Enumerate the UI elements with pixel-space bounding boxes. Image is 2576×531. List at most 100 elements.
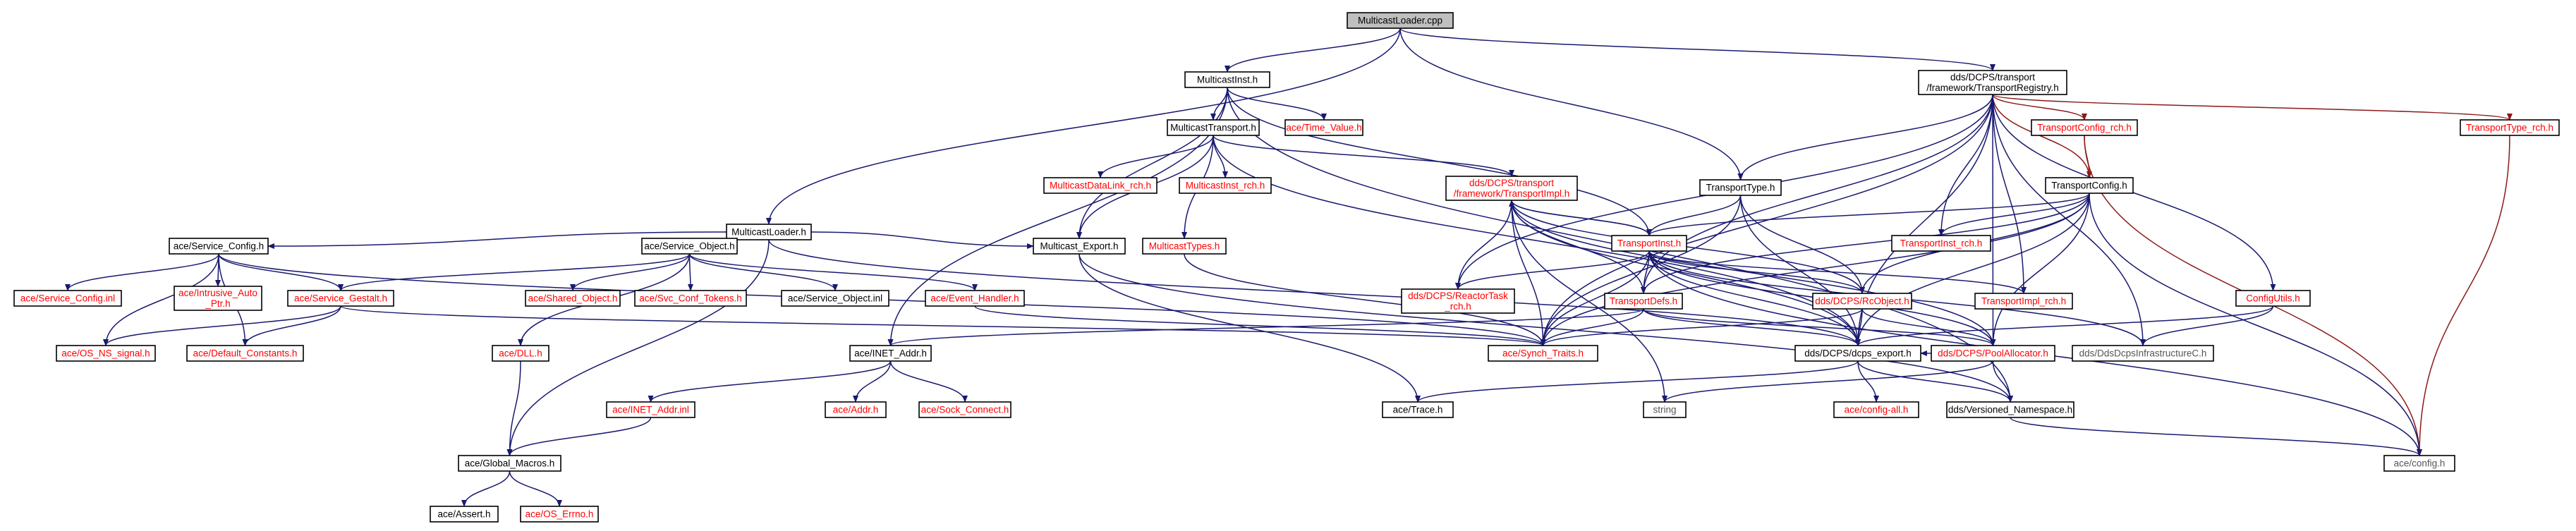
edge-evh-to-synch xyxy=(974,305,1546,346)
node-treg[interactable]: dds/DCPS/transport/framework/TransportRe… xyxy=(1918,70,2067,95)
node-box xyxy=(1382,401,1454,418)
node-box xyxy=(174,286,262,311)
node-svcgest[interactable]: ace/Service_Gestalt.h xyxy=(287,290,394,307)
node-inetaddrinl[interactable]: ace/INET_Addr.inl xyxy=(606,401,695,418)
node-svcobj[interactable]: ace/Service_Object.h xyxy=(641,238,738,255)
node-box xyxy=(918,401,1011,418)
node-dcpsinfra[interactable]: dds/DdsDcpsInfrastructureC.h xyxy=(2072,345,2214,362)
edge-root-to-mcloader xyxy=(766,28,1401,225)
node-label: ace/OS_NS_signal.h xyxy=(61,348,150,359)
node-label: ace/Trace.h xyxy=(1393,405,1443,415)
node-ttype[interactable]: TransportType.h xyxy=(1699,179,1782,196)
node-timpl[interactable]: dds/DCPS/transport/framework/TransportIm… xyxy=(1445,176,1578,201)
node-cfgutils[interactable]: ConfigUtils.h xyxy=(2235,290,2311,307)
node-label: ace/Intrusive_Auto xyxy=(178,288,257,298)
node-inetaddr[interactable]: ace/INET_Addr.h xyxy=(849,345,932,362)
node-box xyxy=(1931,345,2055,362)
node-label: ace/OS_Errno.h xyxy=(525,509,594,520)
node-box xyxy=(1974,293,2073,310)
node-synch[interactable]: ace/Synch_Traits.h xyxy=(1488,345,1598,362)
node-defconst[interactable]: ace/Default_Constants.h xyxy=(186,345,304,362)
node-label: ConfigUtils.h xyxy=(2246,293,2300,304)
edge-tcfg-to-aceconfig xyxy=(2089,193,2422,456)
edge-pool-to-string xyxy=(1662,360,1994,403)
node-timeval[interactable]: ace/Time_Value.h xyxy=(1284,119,1363,136)
edge-inetaddr-to-addr xyxy=(853,360,892,403)
node-mcdl[interactable]: MulticastDataLink_rch.h xyxy=(1043,177,1158,194)
edge-timpl-to-string xyxy=(1511,200,1667,403)
node-label: MulticastDataLink_rch.h xyxy=(1050,181,1151,191)
edge-mcloader-to-svccfg xyxy=(267,231,727,249)
node-label: ace/Default_Constants.h xyxy=(193,348,298,359)
edge-tcfg-to-synch xyxy=(1540,193,2090,346)
node-box xyxy=(1699,179,1782,196)
node-box xyxy=(1043,177,1158,194)
node-mcinst[interactable]: MulticastInst.h xyxy=(1184,71,1270,88)
edge-inetaddrinl-to-globalmacros xyxy=(506,417,652,456)
node-tcfgrch[interactable]: TransportConfig_rch.h xyxy=(2031,119,2138,136)
edge-dcpsexport-to-trace xyxy=(1415,360,1859,403)
node-box xyxy=(634,290,747,307)
node-label: TransportDefs.h xyxy=(1610,296,1677,307)
node-addr[interactable]: ace/Addr.h xyxy=(825,401,887,418)
node-mctrans[interactable]: MulticastTransport.h xyxy=(1167,119,1260,136)
node-root[interactable]: MulticastLoader.cpp xyxy=(1347,12,1454,29)
node-dcpsexport[interactable]: dds/DCPS/dcps_export.h xyxy=(1794,345,1921,362)
node-osns[interactable]: ace/OS_NS_signal.h xyxy=(56,345,156,362)
node-tinst[interactable]: TransportInst.h xyxy=(1611,235,1687,252)
node-svctok[interactable]: ace/Svc_Conf_Tokens.h xyxy=(634,290,747,307)
node-pool[interactable]: dds/DCPS/PoolAllocator.h xyxy=(1931,345,2055,362)
node-box xyxy=(2072,345,2214,362)
node-rcobj[interactable]: dds/DCPS/RcObject.h xyxy=(1812,293,1912,310)
node-label: TransportConfig_rch.h xyxy=(2037,123,2132,133)
node-box xyxy=(1445,176,1578,201)
node-label: dds/DCPS/RcObject.h xyxy=(1815,296,1909,307)
node-label: ace/Service_Object.h xyxy=(644,241,734,252)
node-mctypes[interactable]: MulticastTypes.h xyxy=(1142,238,1227,255)
node-reactortask[interactable]: dds/DCPS/ReactorTask_rch.h xyxy=(1401,288,1515,314)
node-sockconn[interactable]: ace/Sock_Connect.h xyxy=(918,401,1011,418)
node-dll[interactable]: ace/DLL.h xyxy=(492,345,549,362)
node-tdefs[interactable]: TransportDefs.h xyxy=(1604,293,1683,310)
node-trace[interactable]: ace/Trace.h xyxy=(1382,401,1454,418)
node-intrusive[interactable]: ace/Intrusive_Auto_Ptr.h xyxy=(174,286,262,311)
edge-svcobj-to-evh xyxy=(688,253,978,291)
node-box xyxy=(13,290,122,307)
node-svccfg[interactable]: ace/Service_Config.h xyxy=(169,238,269,255)
node-svccfginl[interactable]: ace/Service_Config.inl xyxy=(13,290,122,307)
edge-svcobj-to-sharedobj xyxy=(570,253,691,291)
node-assert[interactable]: ace/Assert.h xyxy=(430,506,499,523)
node-versns[interactable]: dds/Versioned_Namespace.h xyxy=(1946,401,2074,418)
node-configall[interactable]: ace/config-all.h xyxy=(1833,401,1919,418)
node-aceconfig[interactable]: ace/config.h xyxy=(2383,455,2455,472)
node-box xyxy=(2383,455,2455,472)
node-ttyperch[interactable]: TransportType_rch.h xyxy=(2460,119,2560,136)
node-label: Multicast_Export.h xyxy=(1040,241,1118,252)
node-mcexport[interactable]: Multicast_Export.h xyxy=(1033,238,1126,255)
node-box xyxy=(2031,119,2138,136)
node-label: TransportImpl_rch.h xyxy=(1981,296,2066,307)
node-timplrch[interactable]: TransportImpl_rch.h xyxy=(1974,293,2073,310)
node-globalmacros[interactable]: ace/Global_Macros.h xyxy=(458,455,561,472)
node-label: MulticastLoader.cpp xyxy=(1358,16,1442,26)
node-string[interactable]: string xyxy=(1643,401,1687,418)
node-mcinstrch[interactable]: MulticastInst_rch.h xyxy=(1179,177,1272,194)
edge-tcfg-to-dcpsexport xyxy=(1855,193,2090,346)
node-oserrno[interactable]: ace/OS_Errno.h xyxy=(520,506,599,523)
node-mcloader[interactable]: MulticastLoader.h xyxy=(726,224,812,240)
node-label: MulticastTransport.h xyxy=(1170,123,1256,133)
node-evh[interactable]: ace/Event_Handler.h xyxy=(925,290,1025,307)
edge-svccfg-to-svccfginl xyxy=(65,253,219,291)
edge-cfgutils-to-dcpsexport xyxy=(1855,305,2274,346)
edge-mcinst-to-timeval xyxy=(1227,87,1327,121)
node-tcfg[interactable]: TransportConfig.h xyxy=(2045,177,2134,194)
node-label: ace/INET_Addr.inl xyxy=(612,405,689,415)
node-tinstrch[interactable]: TransportInst_rch.h xyxy=(1891,235,1991,252)
node-label: string xyxy=(1653,405,1676,415)
edge-root-to-ttype xyxy=(1399,28,1744,181)
node-label: TransportInst_rch.h xyxy=(1900,238,1983,249)
edge-svcobj-to-svcobjinl xyxy=(688,253,838,291)
node-sharedobj[interactable]: ace/Shared_Object.h xyxy=(525,290,621,307)
node-box xyxy=(1833,401,1919,418)
node-svcobjinl[interactable]: ace/Service_Object.inl xyxy=(781,290,889,307)
